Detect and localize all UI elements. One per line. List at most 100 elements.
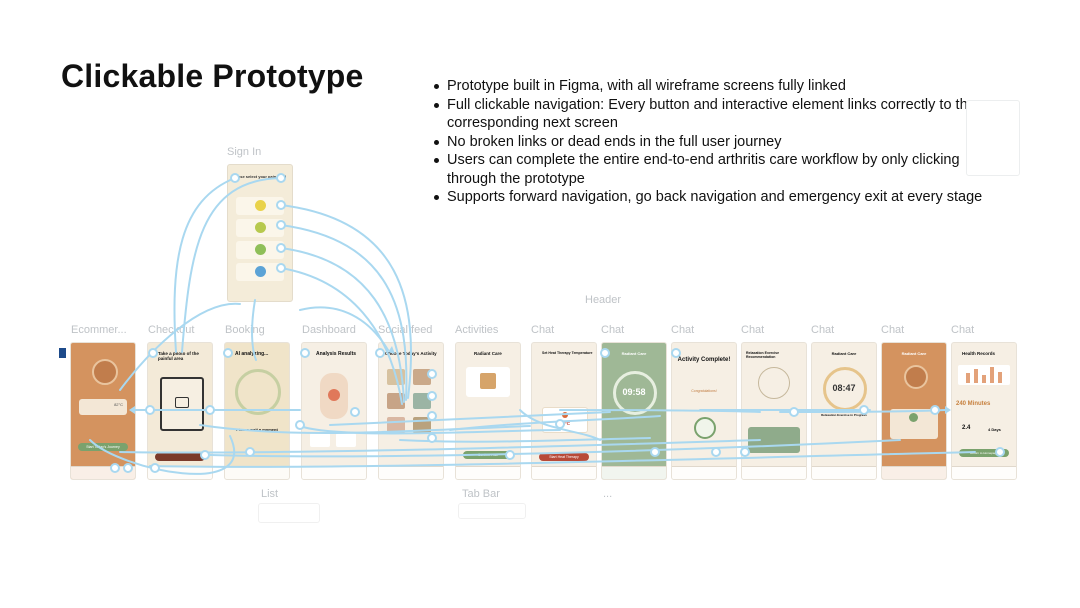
screen-chat-heat[interactable]: Set Heat Therapy Temperature 42°C Start … — [531, 342, 597, 480]
frame-label: Chat — [741, 324, 765, 336]
flame-icon — [562, 412, 568, 418]
frame-label: Checkout — [148, 324, 195, 336]
activity-option[interactable] — [413, 369, 431, 385]
screen-booking[interactable]: AI analyzing... Please wait a moment — [224, 342, 290, 480]
keyhole-logo — [904, 365, 928, 389]
button-label: Confirm Plan — [477, 453, 499, 457]
screen-chat-complete[interactable]: Activity Complete! Congratulations! — [671, 342, 737, 480]
bar-chart — [958, 365, 1010, 385]
screen-header: Radiant Care — [621, 351, 647, 356]
frame-label-signin: Sign In — [227, 146, 262, 158]
pain-level-card[interactable] — [236, 197, 284, 215]
bullet-item: Full clickable navigation: Every button … — [432, 96, 1012, 133]
tab-bar[interactable] — [812, 466, 876, 479]
tab-bar[interactable] — [71, 466, 135, 479]
tab-bar[interactable] — [225, 466, 289, 479]
signin-header: Please select your pain level — [232, 174, 287, 179]
tab-bar[interactable] — [148, 466, 212, 479]
screen-health-records[interactable]: Health Records 240 Minutes 2.4 4 Days Re… — [951, 342, 1017, 480]
stat-value: 2.4 — [962, 425, 971, 431]
keyhole-logo — [92, 359, 118, 385]
temperature-value: 42°C — [559, 421, 571, 426]
screen-dashboard[interactable]: Analysis Results — [301, 342, 367, 480]
screen-header: Relaxation Exercise Recommendation — [746, 351, 780, 359]
screen-header: Health Records — [962, 351, 996, 356]
screen-chat-success[interactable]: Radiant Care — [881, 342, 947, 480]
tab-bar[interactable] — [602, 466, 666, 479]
confirm-plan-button[interactable]: Confirm Plan — [463, 451, 513, 459]
tab-bar[interactable] — [302, 466, 366, 479]
result-card[interactable] — [336, 433, 356, 447]
screen-chat-timer[interactable]: Radiant Care 09:58 — [601, 342, 667, 480]
tab-bar[interactable] — [672, 466, 736, 479]
success-card — [890, 409, 938, 439]
tab-bar[interactable] — [882, 466, 946, 479]
activity-option[interactable] — [387, 369, 405, 385]
tab-bar[interactable] — [742, 466, 806, 479]
return-home-button[interactable]: Return to Homepage — [959, 449, 1009, 457]
screen-header: Radiant Care — [901, 351, 927, 356]
bullet-item: Supports forward navigation, go back nav… — [432, 188, 1012, 207]
bullet-item: No broken links or dead ends in the full… — [432, 133, 1012, 152]
plan-card — [466, 367, 510, 397]
frame-label-header: Header — [585, 294, 622, 306]
camera-frame — [160, 377, 204, 431]
stat-card: 82°C — [79, 399, 127, 415]
meditation-figure-icon — [758, 367, 790, 399]
stat-value: 82°C — [114, 402, 123, 407]
signin-screen[interactable]: Please select your pain level — [227, 164, 293, 302]
screen-social-feed[interactable]: Choose Today's Activity — [378, 342, 444, 480]
pain-level-card[interactable] — [236, 219, 284, 237]
bullet-item: Prototype built in Figma, with all wiref… — [432, 77, 1012, 96]
screen-checkout[interactable]: Take a photo of the painful area — [147, 342, 213, 480]
screen-header: Activity Complete! — [677, 357, 731, 363]
pain-level-card[interactable] — [236, 241, 284, 259]
exercise-card[interactable] — [748, 427, 800, 453]
take-photo-button[interactable] — [155, 453, 205, 461]
camera-icon — [175, 397, 189, 408]
timer-ring — [613, 371, 657, 415]
sad-face-icon — [255, 244, 266, 255]
frame-label-tabbar: Tab Bar — [462, 488, 500, 500]
screen-ecommerce[interactable]: 82°C Start Today's Journey — [70, 342, 136, 480]
button-label: Start Heat Therapy — [549, 455, 579, 459]
list-frame — [258, 503, 320, 523]
tab-bar[interactable] — [952, 466, 1016, 479]
ai-scan-ring — [235, 369, 281, 415]
page-title: Clickable Prototype — [61, 58, 364, 94]
pain-level-card[interactable] — [236, 263, 284, 281]
screen-chat-exercise[interactable]: Radiant Care 08:47 Relaxation Exercise i… — [811, 342, 877, 480]
activity-option[interactable] — [413, 393, 431, 409]
screen-header: Radiant Care — [474, 351, 502, 356]
frame-label: Chat — [881, 324, 905, 336]
tab-bar[interactable] — [532, 466, 596, 479]
activity-option[interactable] — [387, 393, 405, 409]
screen-header: Take a photo of the painful area — [158, 351, 199, 361]
screen-header: Radiant Care — [831, 351, 857, 356]
button-label: Start Today's Journey — [86, 445, 120, 449]
result-card[interactable] — [310, 433, 330, 447]
stat-value: 4 Days — [988, 427, 1001, 432]
neutral-face-icon — [255, 222, 266, 233]
button-label: Return to Homepage — [970, 451, 998, 455]
start-journey-button[interactable]: Start Today's Journey — [78, 443, 128, 451]
loading-caption: Please wait a moment — [236, 427, 278, 432]
frame-label: Chat — [601, 324, 625, 336]
frame-label-more: ... — [603, 488, 613, 500]
checkmark-icon — [694, 417, 716, 439]
check-icon — [909, 413, 918, 422]
activity-option[interactable] — [387, 417, 405, 433]
screen-header: Analysis Results — [316, 351, 357, 357]
activity-option[interactable] — [413, 417, 431, 433]
screen-header: AI analyzing... — [235, 351, 269, 357]
tab-bar[interactable] — [456, 466, 520, 479]
screen-chat-relax-rec[interactable]: Relaxation Exercise Recommendation — [741, 342, 807, 480]
frame-label: Chat — [811, 324, 835, 336]
tab-bar[interactable] — [379, 466, 443, 479]
ghost-frame — [966, 100, 1020, 176]
start-heat-button[interactable]: Start Heat Therapy — [539, 453, 589, 461]
frame-label: Ecommer... — [71, 324, 127, 336]
screen-activities[interactable]: Radiant Care Confirm Plan — [455, 342, 521, 480]
congrats-text: Congratulations! — [691, 389, 717, 393]
tabbar-frame — [458, 503, 526, 519]
